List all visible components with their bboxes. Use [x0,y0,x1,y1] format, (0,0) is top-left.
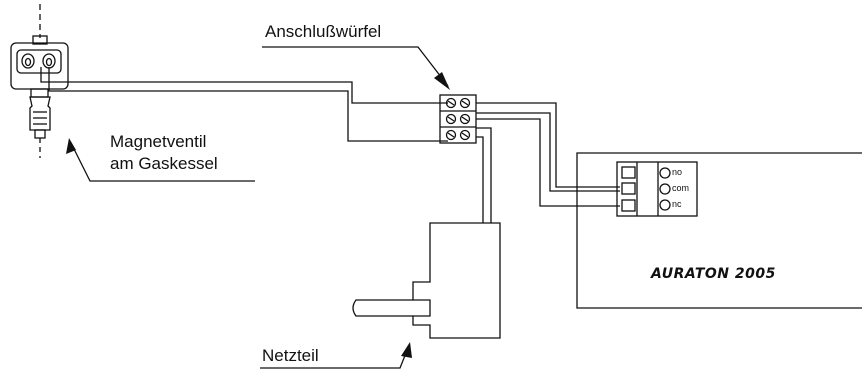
terminal-screw-no [659,167,671,179]
connector-screw [445,129,457,141]
valve-wire-1 [40,67,448,104]
power-wire-1 [476,127,492,223]
connector-arrow [434,72,450,90]
valve-top-nut [32,35,48,45]
valve-arrow [66,138,76,154]
terminal-label-no: no [672,167,683,177]
auraton-controller [576,152,862,309]
wire-to-nc [476,118,620,207]
terminal-label-nc: nc [672,199,682,209]
connector-screw [459,113,471,125]
valve-terminal-left [21,53,35,69]
connector-leader [262,46,449,87]
terminal-screw-com [659,183,671,195]
valve-terminal-left-inner [24,57,32,67]
valve-label-line2: am Gaskessel [110,154,218,173]
valve-label-line1: Magnetventil [110,132,207,151]
valve-stem [29,96,51,131]
gas-valve [10,4,69,158]
connector-housing [439,94,477,144]
wire-to-no [476,102,620,188]
terminal-block [616,161,698,217]
valve-tip [34,129,46,139]
valve-terminal-plate [16,49,62,74]
connector-screw [445,113,457,125]
power-supply-label: Netzteil [262,346,319,365]
power-plug-pin [352,299,413,317]
connector-label: Anschlußwürfel [265,22,382,41]
power-supply [352,222,501,339]
valve-neck [30,88,49,98]
power-supply-body [412,222,501,339]
controller-housing [576,152,862,309]
terminal-slot-no [621,166,636,179]
controller-wires [476,102,620,207]
valve-terminal-right-inner [45,57,53,67]
terminal-screw-nc [659,199,671,211]
valve-wires [40,67,448,142]
terminal-label-com: com [672,183,690,193]
connector-screw [459,97,471,109]
terminal-slot-nc [621,199,636,212]
annotation-leaders [66,46,450,369]
valve-wire-2 [48,67,448,142]
power-wires [476,127,492,223]
terminal-slot-com [621,182,636,195]
device-name-label: AURATON 2005 [651,266,776,282]
power-wire-2 [476,136,484,223]
connector-screw [459,129,471,141]
connector-block [439,94,477,144]
netzteil-arrow [401,342,412,358]
valve-leader [70,142,255,182]
connector-screw [445,97,457,109]
